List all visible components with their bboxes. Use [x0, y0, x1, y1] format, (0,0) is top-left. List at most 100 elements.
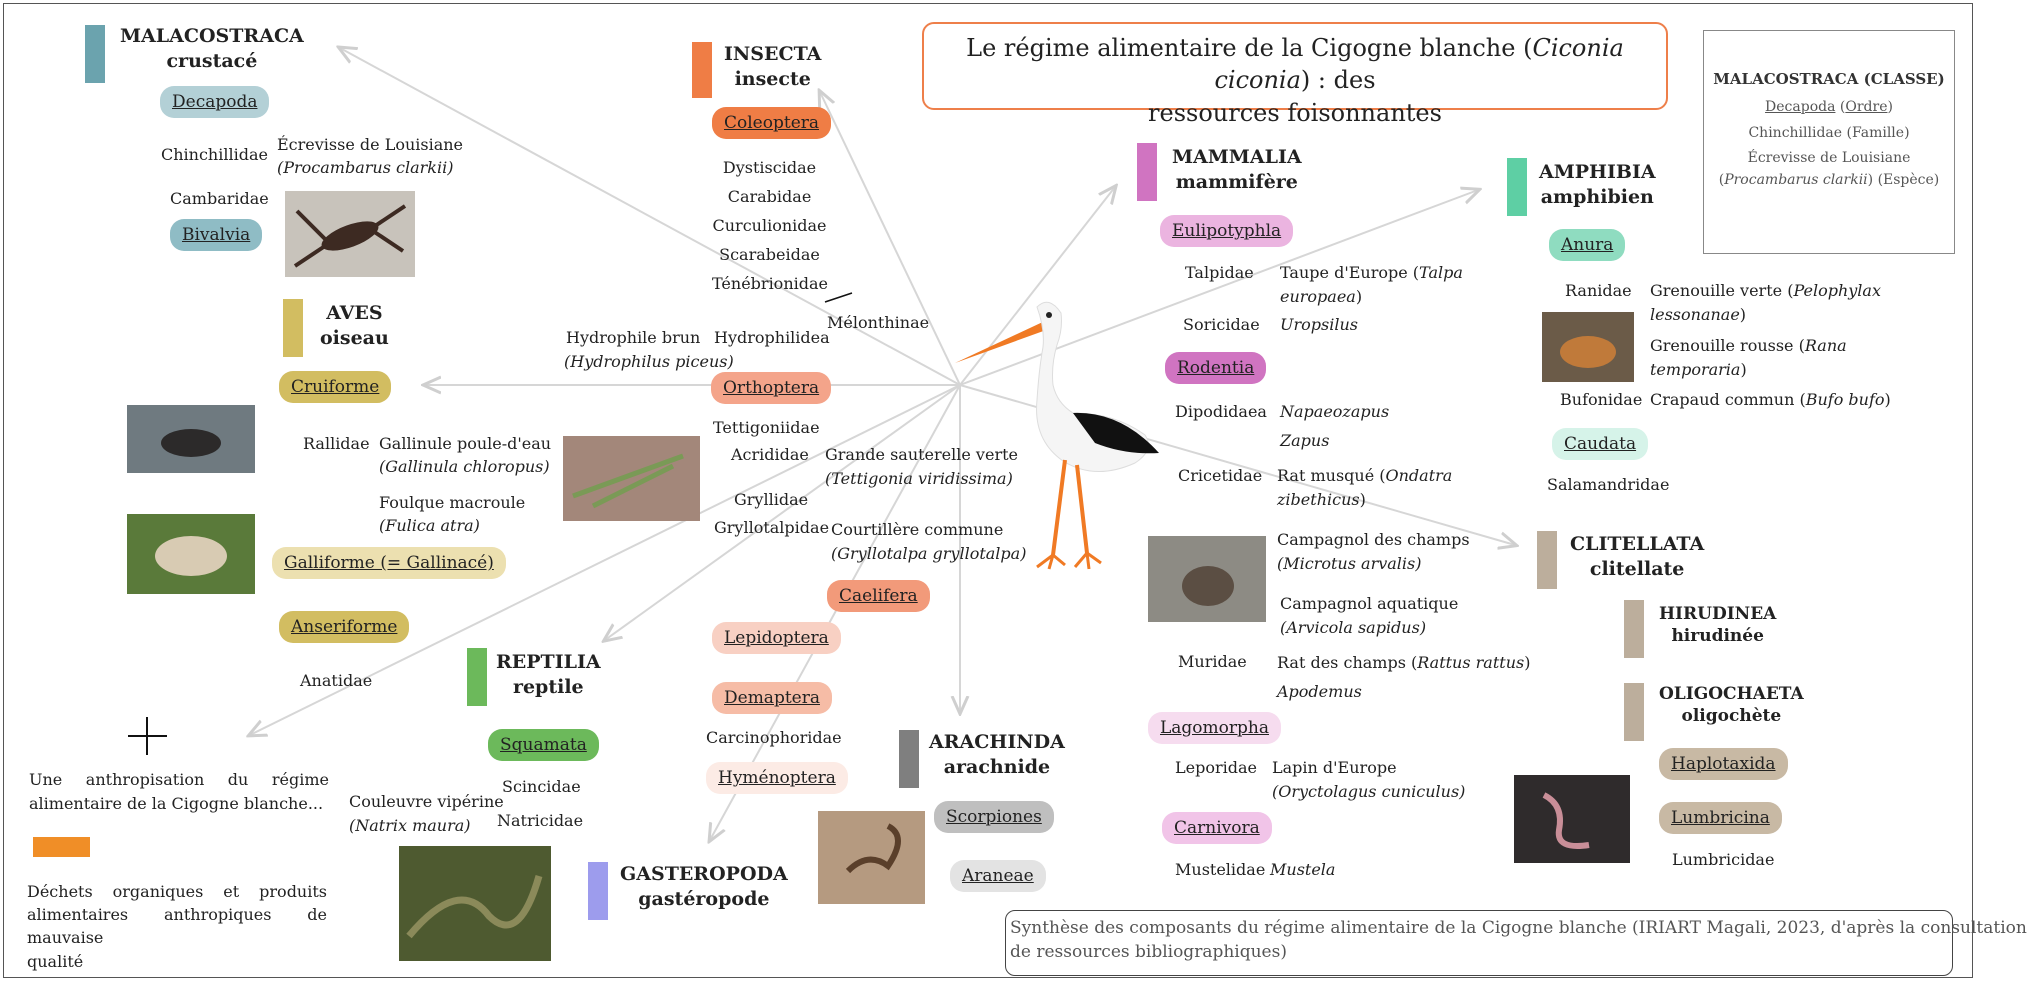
arrow-anthropic [250, 384, 961, 735]
pill-haplotaxida: Haplotaxida [1659, 748, 1788, 781]
label-couleuvre: Couleuvre vipérine [349, 792, 504, 811]
clitellata-common: clitellate [1589, 557, 1685, 580]
dechets-line-1: Déchets organiques et produits [27, 882, 327, 901]
label-napaeozapus: Napaeozapus [1280, 402, 1390, 421]
label-gren-rousse: Grenouille rousse (Rana [1650, 336, 1847, 355]
oligochaeta-heading: OLIGOCHAETA oligochète [1659, 683, 1804, 727]
arachnida-name: ARACHINDA [929, 731, 1065, 753]
label-temporaria: temporaria) [1650, 360, 1747, 379]
insecta-common: insecte [734, 67, 811, 90]
pill-lagomorpha: Lagomorpha [1148, 712, 1281, 745]
label-sauterelle: Grande sauterelle verte [825, 445, 1018, 464]
oligochaeta-name: OLIGOCHAETA [1659, 684, 1804, 704]
earthworm-photo [1514, 775, 1630, 863]
label-leporidae: Leporidae [1175, 758, 1257, 777]
label-taupe: Taupe d'Europe (Talpa [1280, 263, 1463, 282]
label-rallidae: Rallidae [303, 434, 370, 453]
pill-lepidoptera: Lepidoptera [712, 622, 841, 655]
hirudinea-heading: HIRUDINEA hirudinée [1659, 603, 1776, 647]
mammalia-common: mammifère [1175, 170, 1298, 193]
legend-classe: MALACOSTRACA (CLASSE) [1713, 70, 1945, 88]
pill-anseriforme: Anseriforme [279, 611, 410, 644]
anthropic-color-swatch [33, 837, 90, 857]
malacostraca-common: crustacé [166, 49, 258, 72]
label-gallinule: Gallinule poule-d'eau [379, 434, 552, 453]
reptilia-common: reptile [512, 675, 584, 698]
label-ecrevisse: Écrevisse de Louisiane [277, 135, 464, 154]
label-soricidae: Soricidae [1183, 315, 1260, 334]
label-natricidae: Natricidae [497, 811, 584, 830]
label-cambaridae: Cambaridae [170, 189, 269, 208]
clitellata-color-bar [1537, 531, 1557, 589]
label-gryllotalpa: (Gryllotalpa gryllotalpa) [831, 544, 1027, 563]
label-scincidae: Scincidae [502, 777, 581, 796]
label-carcinophoridae: Carcinophoridae [706, 728, 842, 747]
scorpion-photo [818, 811, 925, 904]
coleoptera-families: Dystiscidae Carabidae Curculionidae Scar… [712, 153, 828, 298]
label-ranidae: Ranidae [1565, 281, 1632, 300]
amphibia-color-bar [1507, 158, 1527, 216]
insecta-heading: INSECTA insecte [724, 42, 821, 91]
label-chinchillidae: Chinchillidae [161, 145, 268, 164]
nest-photo [127, 514, 255, 594]
label-bufonidae: Bufonidae [1560, 390, 1643, 409]
label-cricetidae: Cricetidae [1178, 466, 1263, 485]
label-tettigoniidae: Tettigoniidae [713, 418, 820, 437]
label-dipodidaea: Dipodidaea [1175, 402, 1267, 421]
stork-icon [955, 301, 1159, 570]
gasteropoda-heading: GASTEROPODA gastéropode [620, 862, 788, 911]
aves-name: AVES [326, 302, 383, 324]
snake-photo [399, 846, 551, 961]
pill-squamata: Squamata [488, 729, 599, 762]
label-campagnol-champs: Campagnol des champs [1277, 530, 1470, 549]
label-courtiliere: Courtillère commune [831, 520, 1004, 539]
gasteropoda-color-bar [588, 862, 608, 920]
pill-caudata: Caudata [1552, 428, 1649, 461]
pill-lumbricina: Lumbricina [1659, 802, 1782, 835]
pill-carnivora: Carnivora [1162, 812, 1272, 845]
label-uropsilus: Uropsilus [1280, 315, 1358, 334]
diagram-frame [3, 3, 1973, 978]
label-procambarus: (Procambarus clarkii) [277, 158, 454, 177]
label-melonthinae: Mélonthinae [827, 313, 930, 332]
label-hydrophile: Hydrophile brun [566, 328, 701, 347]
mammalia-name: MAMMALIA [1172, 146, 1302, 168]
taxonomy-legend: MALACOSTRACA (CLASSE) Decapoda (Ordre) C… [1703, 30, 1955, 254]
family-carabidae: Carabidae [727, 187, 812, 206]
crayfish-photo [285, 191, 415, 277]
label-foulque: Foulque macroule [379, 493, 526, 512]
pill-scorpiones: Scorpiones [934, 801, 1054, 834]
arrow-malacostraca [340, 48, 961, 386]
pill-orthoptera: Orthoptera [711, 372, 832, 405]
pill-bivalvia: Bivalvia [170, 219, 263, 252]
label-lessonanae: lessonanae) [1650, 305, 1747, 324]
pill-coleoptera: Coleoptera [712, 107, 832, 140]
malacostraca-heading: MALACOSTRACA crustacé [120, 24, 304, 73]
caption-line-2: de ressources bibliographiques) [1010, 941, 1287, 962]
pill-cruiforme: Cruiforme [279, 371, 392, 404]
reptilia-heading: REPTILIA reptile [496, 650, 601, 699]
pill-galliforme: Galliforme (= Gallinacé) [272, 547, 506, 580]
vole-photo [1148, 536, 1266, 622]
mammalia-heading: MAMMALIA mammifère [1172, 145, 1302, 194]
dechets-line-2: alimentaires anthropiques de mauvaise [27, 905, 327, 948]
family-tenebrionidae: Ténébrionidae [712, 274, 828, 293]
legend-ordre: Decapoda (Ordre) [1765, 98, 1893, 115]
aves-heading: AVES oiseau [320, 301, 389, 350]
pill-demaptera: Demaptera [712, 682, 832, 715]
arachnida-color-bar [899, 730, 919, 788]
gasteropoda-common: gastéropode [638, 887, 770, 910]
label-rat-musque: Rat musqué (Ondatra [1277, 466, 1453, 485]
dechets-line-3: qualité [27, 951, 84, 971]
label-fulica: (Fulica atra) [379, 516, 480, 535]
label-talpa-europaea: europaea) [1280, 287, 1363, 306]
malacostraca-name: MALACOSTRACA [120, 25, 304, 47]
label-zapus: Zapus [1280, 431, 1330, 450]
label-rat-champs: Rat des champs (Rattus rattus) [1277, 653, 1531, 672]
amphibia-common: amphibien [1540, 185, 1654, 208]
insecta-name: INSECTA [724, 43, 822, 65]
label-campagnol-aqua: Campagnol aquatique [1280, 594, 1459, 613]
label-anatidae: Anatidae [300, 671, 373, 690]
title-line-2: ressources foisonnantes [1148, 98, 1442, 127]
insecta-color-bar [692, 42, 712, 98]
